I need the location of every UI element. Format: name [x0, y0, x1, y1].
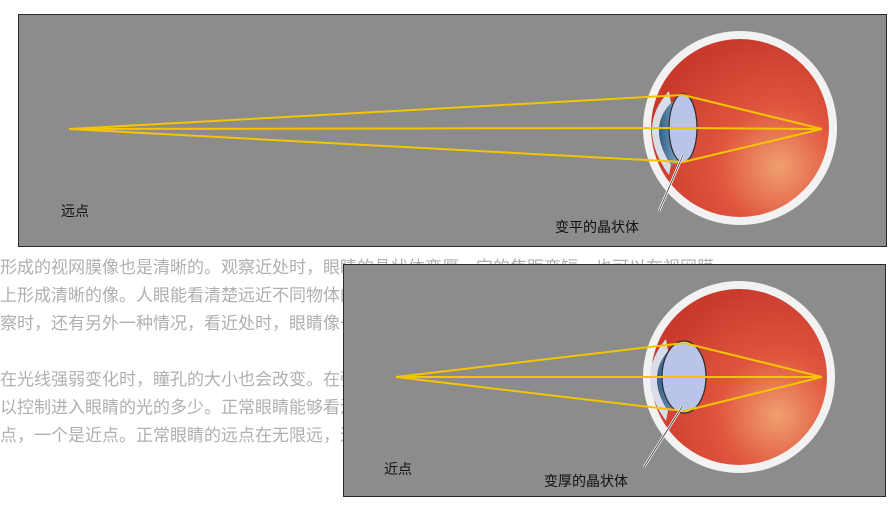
far-vision-diagram [68, 31, 837, 225]
cornea [650, 339, 668, 421]
light-rays [68, 94, 823, 163]
near-vision-diagram [395, 281, 835, 473]
thick-lens-label: 变厚的晶状体 [544, 474, 628, 490]
far-vision-panel: 远点 变平的晶状体 [18, 14, 887, 247]
near-vision-panel: 近点 变厚的晶状体 [343, 264, 886, 497]
flat-lens-label: 变平的晶状体 [555, 220, 639, 236]
far-point-label: 远点 [61, 204, 89, 220]
near-point-label: 近点 [384, 462, 412, 478]
cornea [652, 91, 671, 175]
light-rays [395, 342, 823, 412]
